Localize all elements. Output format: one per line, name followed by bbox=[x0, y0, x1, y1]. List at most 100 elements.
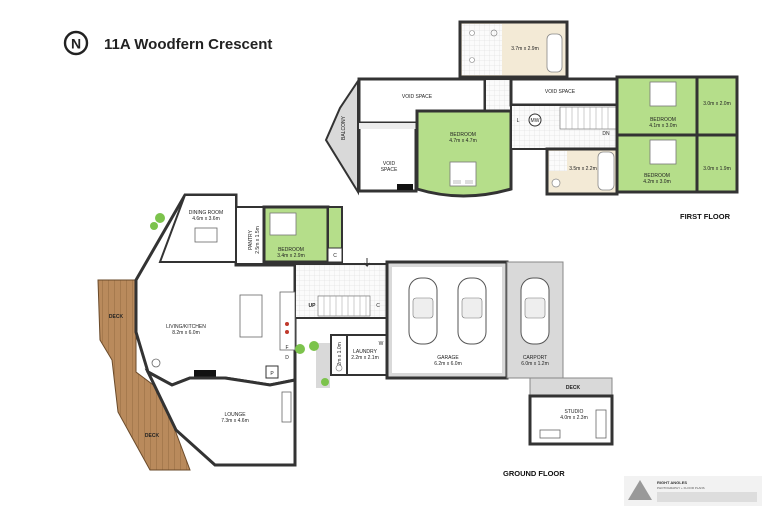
car-icon bbox=[457, 277, 487, 345]
studio-size: 4.0m x 2.3m bbox=[560, 415, 588, 421]
shower-area bbox=[462, 24, 502, 75]
bed-icon bbox=[269, 212, 297, 236]
pillow-icon bbox=[453, 180, 461, 184]
bedroom-3-name: BEDROOM bbox=[644, 173, 670, 179]
deck-west-label: DECK bbox=[109, 314, 124, 320]
void-space-3-label-1: VOID bbox=[383, 161, 396, 167]
ensuite-top-size: 3.7m x 2.9m bbox=[511, 46, 539, 52]
bath-tiles bbox=[549, 151, 567, 171]
ground-bedroom-size: 3.4m x 2.9m bbox=[277, 253, 305, 259]
master-bedroom bbox=[415, 109, 513, 198]
carport-size: 6.0m x 1.2m bbox=[521, 361, 549, 367]
sofa-icon bbox=[595, 409, 607, 439]
brand-line-1: RIGHT ANGLES bbox=[657, 480, 687, 485]
living-kitchen-name: LIVING/KITCHEN bbox=[166, 324, 206, 330]
dishwasher-label: D bbox=[285, 355, 289, 361]
bedroom-2-name: BEDROOM bbox=[650, 117, 676, 123]
bathtub-icon bbox=[597, 151, 615, 191]
bedroom-2-size: 4.1m x 3.0m bbox=[649, 123, 677, 129]
toilet-icon bbox=[335, 364, 343, 372]
master-bedroom-size: 4.7m x 4.7m bbox=[449, 138, 477, 144]
laundry bbox=[346, 334, 388, 376]
void-space-2-label: VOID SPACE bbox=[545, 89, 576, 95]
cooktop-icon bbox=[285, 322, 289, 326]
pantry-small bbox=[265, 365, 279, 379]
compass-letter: N bbox=[71, 36, 81, 52]
stairs-treads bbox=[323, 296, 367, 316]
fridge-label: F bbox=[285, 345, 288, 351]
dining-room-name: DINING ROOM bbox=[189, 210, 223, 216]
car-icon bbox=[520, 277, 550, 345]
garage-size: 6.2m x 6.0m bbox=[434, 361, 462, 367]
balcony-label: BALCONY bbox=[341, 115, 347, 140]
bathroom-first-size: 3.5m x 2.2m bbox=[569, 166, 597, 172]
basin-icon bbox=[469, 30, 475, 36]
mw-label: MW bbox=[531, 118, 540, 124]
tree-icon bbox=[321, 378, 329, 386]
living-kitchen-size: 8.2m x 6.0m bbox=[172, 330, 200, 336]
car-icon bbox=[408, 277, 438, 345]
pantry-label: PANTRY bbox=[248, 229, 254, 249]
stairs-treads bbox=[565, 107, 609, 129]
ground-floor-label: GROUND FLOOR bbox=[503, 469, 565, 478]
lounge bbox=[144, 368, 297, 467]
lounge-name: LOUNGE bbox=[224, 412, 246, 418]
deck-south-label: DECK bbox=[145, 433, 160, 439]
carport-name: CARPORT bbox=[523, 355, 547, 361]
shower-icon bbox=[490, 29, 498, 37]
down-label: DN bbox=[602, 131, 610, 137]
dining-room-size: 4.6m x 3.6m bbox=[192, 216, 220, 222]
garage-name: GARAGE bbox=[437, 355, 459, 361]
tree-icon bbox=[309, 341, 319, 351]
brand-line-2: PHOTOGRAPHY + FLOOR PLANS bbox=[657, 486, 705, 490]
pantry-size: 2.5m x 1.5m bbox=[255, 226, 261, 254]
dining-table-icon bbox=[194, 227, 218, 243]
outdoor-path bbox=[316, 343, 330, 388]
fireplace-icon bbox=[194, 370, 216, 378]
toilet-icon bbox=[551, 178, 561, 188]
pantry bbox=[235, 206, 265, 265]
cupboard bbox=[327, 247, 343, 263]
cupboard-label-2: C bbox=[376, 303, 380, 309]
lounge-size: 7.3m x 4.6m bbox=[221, 418, 249, 424]
bed-icon bbox=[649, 81, 677, 107]
brand-icon bbox=[628, 480, 652, 500]
basin-icon bbox=[469, 57, 475, 63]
laundry-name: LAUNDRY bbox=[353, 349, 377, 355]
wc-size: 2.2m x 1.0m bbox=[337, 342, 343, 370]
brand-logo: RIGHT ANGLES PHOTOGRAPHY + FLOOR PLANS bbox=[624, 476, 762, 506]
stairs-first bbox=[559, 106, 617, 130]
studio-name: STUDIO bbox=[565, 409, 584, 415]
closet-1-size: 3.0m x 2.0m bbox=[703, 101, 731, 107]
mw-icon bbox=[528, 113, 542, 127]
first-floor-label: FIRST FLOOR bbox=[680, 212, 731, 221]
closet-2 bbox=[695, 133, 739, 194]
laundry-size: 2.2m x 2.1m bbox=[351, 355, 379, 361]
master-bedroom-name: BEDROOM bbox=[450, 132, 476, 138]
kitchen-bench bbox=[279, 291, 296, 351]
entry-arrow-icon bbox=[363, 258, 371, 268]
stairs-ground bbox=[317, 295, 371, 317]
compass-icon bbox=[63, 30, 89, 56]
cupboard-label-1: C bbox=[333, 253, 337, 259]
chair-icon bbox=[151, 358, 161, 368]
pantry-small-label: P bbox=[270, 371, 274, 377]
cooktop-icon bbox=[285, 330, 289, 334]
tree-icon bbox=[150, 222, 158, 230]
ground-bedroom-name: BEDROOM bbox=[278, 247, 304, 253]
washer-label: W bbox=[379, 341, 384, 347]
address-title: 11A Woodfern Crescent bbox=[104, 36, 272, 53]
desk-icon bbox=[539, 429, 561, 439]
disclaimer-block bbox=[657, 492, 757, 502]
bedroom-3-size: 4.2m x 3.0m bbox=[643, 179, 671, 185]
fireplace-flue bbox=[397, 184, 413, 190]
kitchen-island bbox=[239, 294, 263, 338]
sofa-icon bbox=[281, 391, 292, 423]
header-banner bbox=[54, 33, 276, 56]
pillow-icon bbox=[465, 180, 473, 184]
tree-icon bbox=[295, 344, 305, 354]
ground-floor: DECK DECK DINING ROOM 4.6m x 3.6m PANTRY… bbox=[97, 193, 614, 478]
linen-label: L bbox=[517, 118, 520, 124]
first-floor: 3.7m x 2.9m BALCONY VOID SPACE VOID SPAC… bbox=[324, 20, 739, 221]
